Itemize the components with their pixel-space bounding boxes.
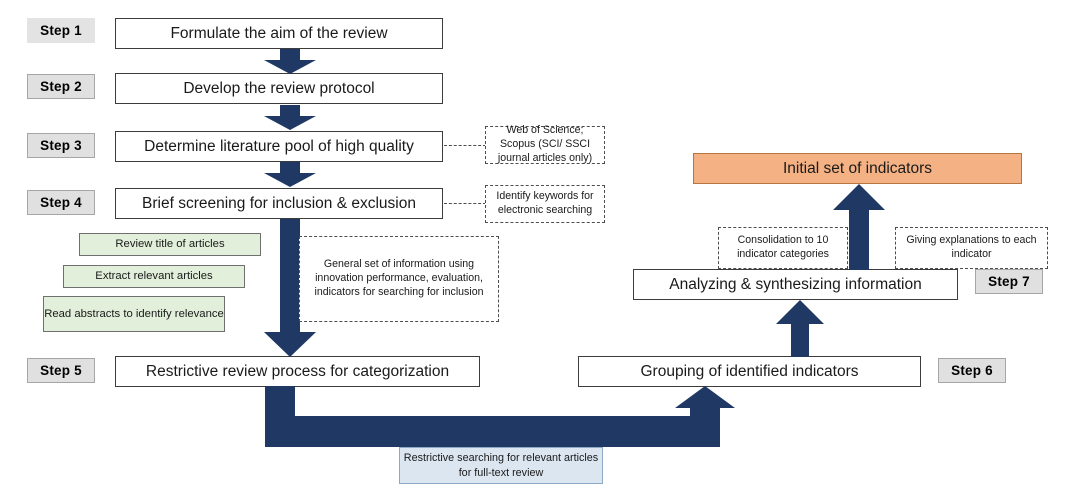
arrow-step1-to-step2	[264, 49, 316, 74]
annotation-keywords: Identify keywords for electronic searchi…	[485, 185, 605, 223]
step-tag-2: Step 2	[27, 74, 95, 99]
annotation-sources: Web of Science; Scopus (SCI/ SSCI journa…	[485, 124, 605, 164]
annotation-explanations: Giving explanations to each indicator	[895, 227, 1048, 269]
step-tag-4-label: Step 4	[40, 195, 82, 210]
annotation-keywords-label: Identify keywords for electronic searchi…	[496, 190, 594, 216]
process-box-step-1-label: Formulate the aim of the review	[170, 24, 388, 42]
annotation-sources-label: Web of Science; Scopus (SCI/ SSCI journa…	[497, 124, 593, 164]
process-box-step-2-label: Develop the review protocol	[183, 79, 375, 97]
arrow-step6-to-step7	[776, 300, 824, 357]
annotation-general-info-label: General set of information using innovat…	[314, 258, 484, 298]
step-tag-1: Step 1	[27, 18, 95, 43]
process-box-step-6: Grouping of identified indicators	[578, 356, 921, 387]
screening-task-read-abstracts: Read abstracts to identify relevance	[43, 296, 225, 332]
step-tag-2-label: Step 2	[40, 79, 82, 94]
leader-line-keywords	[444, 203, 486, 204]
arrow-step3-to-step4	[264, 162, 316, 187]
callout-restrictive-search: Restrictive searching for relevant artic…	[399, 447, 603, 484]
step-tag-1-label: Step 1	[40, 23, 82, 38]
annotation-general-info: General set of information using innovat…	[299, 236, 499, 322]
step-tag-3: Step 3	[27, 133, 95, 158]
step-tag-6-label: Step 6	[951, 363, 993, 378]
leader-line-sources	[444, 145, 486, 146]
process-box-step-7: Analyzing & synthesizing information	[633, 269, 958, 300]
process-box-step-1: Formulate the aim of the review	[115, 18, 443, 49]
step-tag-7-label: Step 7	[988, 274, 1030, 289]
arrow-step2-to-step3	[264, 105, 316, 130]
process-box-step-6-label: Grouping of identified indicators	[640, 362, 859, 380]
screening-task-extract-articles: Extract relevant articles	[63, 265, 245, 288]
step-tag-7: Step 7	[975, 269, 1043, 294]
step-tag-5-label: Step 5	[40, 363, 82, 378]
step-tag-4: Step 4	[27, 190, 95, 215]
process-box-step-3: Determine literature pool of high qualit…	[115, 131, 443, 162]
result-box-initial-indicators: Initial set of indicators	[693, 153, 1022, 184]
screening-task-review-title: Review title of articles	[79, 233, 261, 256]
process-box-step-5-label: Restrictive review process for categoriz…	[145, 362, 450, 380]
callout-restrictive-search-label: Restrictive searching for relevant artic…	[403, 452, 599, 479]
step-tag-6: Step 6	[938, 358, 1006, 383]
process-box-step-4-label: Brief screening for inclusion & exclusio…	[142, 194, 416, 212]
step-tag-3-label: Step 3	[40, 138, 82, 153]
connector-arrowhead-up	[675, 386, 735, 408]
screening-task-0-label: Review title of articles	[115, 238, 225, 251]
annotation-consolidation: Consolidation to 10 indicator categories	[718, 227, 848, 269]
annotation-consolidation-label: Consolidation to 10 indicator categories	[737, 234, 829, 260]
process-box-step-7-label: Analyzing & synthesizing information	[669, 275, 922, 293]
arrow-step7-to-result	[833, 184, 885, 270]
step-tag-5: Step 5	[27, 358, 95, 383]
screening-task-2-label: Read abstracts to identify relevance	[44, 307, 224, 320]
process-box-step-3-label: Determine literature pool of high qualit…	[144, 137, 414, 155]
connector-vertical-right	[690, 405, 720, 447]
process-box-step-2: Develop the review protocol	[115, 73, 443, 104]
screening-task-1-label: Extract relevant articles	[95, 270, 213, 283]
arrow-step4-to-step5	[264, 219, 316, 357]
connector-horizontal-bottom	[265, 416, 720, 447]
process-box-step-4: Brief screening for inclusion & exclusio…	[115, 188, 443, 219]
annotation-explanations-label: Giving explanations to each indicator	[906, 234, 1037, 260]
process-box-step-5: Restrictive review process for categoriz…	[115, 356, 480, 387]
result-box-label: Initial set of indicators	[782, 159, 933, 177]
